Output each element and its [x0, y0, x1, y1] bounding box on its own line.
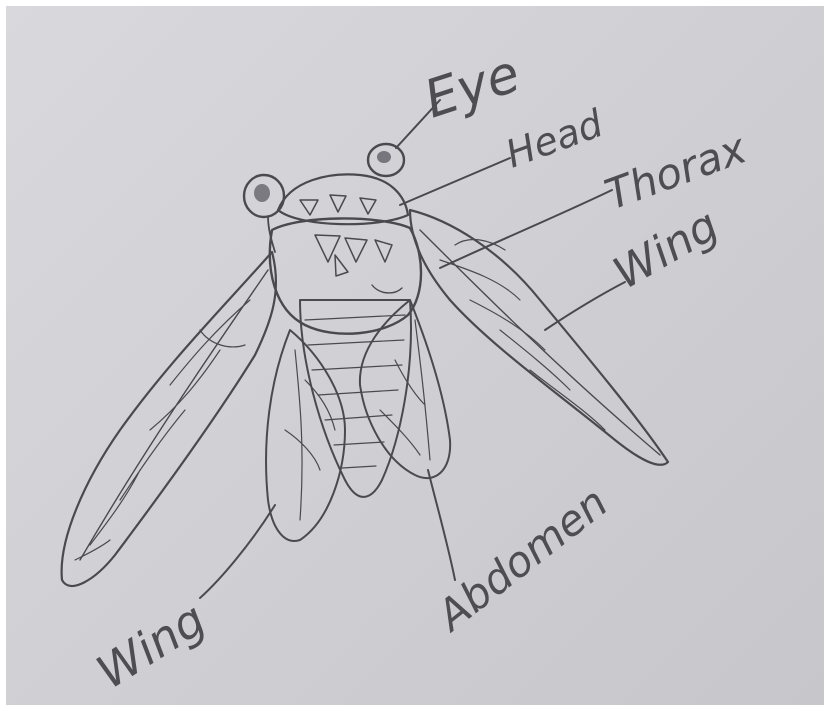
head — [278, 174, 408, 224]
label-thorax: Thorax — [599, 123, 754, 219]
left-wing — [62, 252, 276, 586]
label-abdomen: Abdomen — [426, 477, 617, 641]
label-head: Head — [500, 101, 609, 177]
label-eye: Eye — [417, 44, 526, 131]
thorax — [270, 218, 421, 333]
hind-wings — [266, 300, 450, 541]
label-wing-left: Wing — [87, 592, 215, 700]
